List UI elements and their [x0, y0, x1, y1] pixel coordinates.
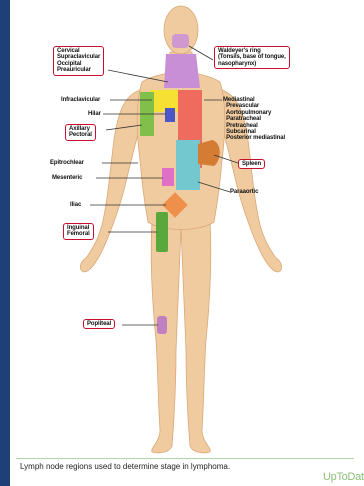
label-mediastinal: Mediastinal Prevascular Aortopulmonary P…	[223, 97, 285, 142]
label-popliteal: Popliteal	[83, 319, 115, 329]
label-cervical-group: Cervical Supraclavicular Occipital Preau…	[53, 46, 104, 76]
label-waldeyer: Waldeyer's ring (Tonsils, base of tongue…	[214, 46, 290, 69]
label-paraaortic: Paraaortic	[230, 189, 258, 195]
label-mesenteric: Mesenteric	[52, 175, 82, 181]
label-hilar: Hilar	[88, 111, 101, 117]
label-inguinal: Inguinal Femoral	[63, 223, 94, 240]
caption-divider	[16, 458, 354, 459]
waldeyer-region	[172, 34, 189, 48]
label-infraclavicular: Infraclavicular	[61, 97, 100, 103]
label-axillary: Axillary Pectoral	[65, 124, 96, 141]
label-epitrochlear: Epitrochlear	[50, 160, 84, 166]
spleen-region	[198, 140, 220, 166]
popliteal-region	[157, 316, 167, 334]
uptodate-logo: UpToDate	[323, 471, 364, 483]
mesenteric-region	[162, 168, 174, 186]
inguinal-region	[156, 212, 168, 252]
figure-caption: Lymph node regions used to determine sta…	[20, 462, 230, 471]
hilar-region	[165, 108, 175, 122]
cervical-region	[164, 54, 200, 88]
paraaortic-region	[176, 140, 200, 190]
label-spleen: Spleen	[238, 159, 265, 169]
label-iliac: Iliac	[70, 202, 81, 208]
